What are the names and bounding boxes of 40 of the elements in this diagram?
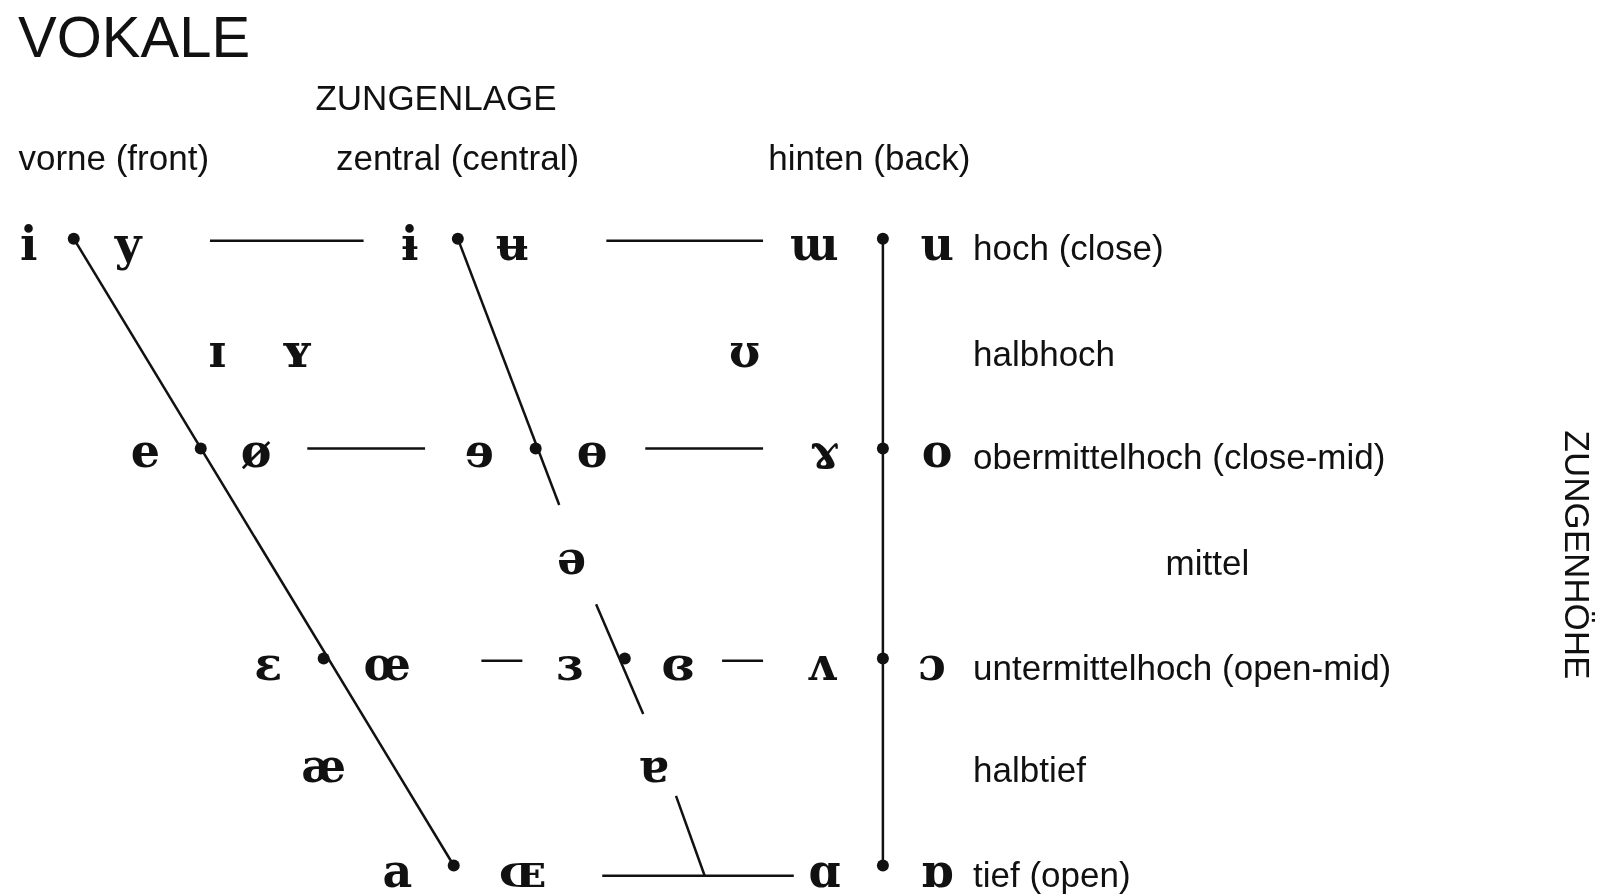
- vowel-symbol: œ: [363, 640, 411, 687]
- axis-label: tief (open): [973, 856, 1131, 892]
- vowel-symbol: ɨ: [400, 220, 419, 267]
- vowel-symbol: ɞ: [661, 640, 695, 687]
- vowel-symbol: u: [920, 220, 954, 267]
- vowel-symbol: e: [130, 427, 161, 474]
- vowel-symbol: ɘ: [464, 427, 494, 474]
- axis-label: ZUNGENLAGE: [315, 79, 557, 115]
- vowel-symbol: ʊ: [729, 328, 761, 375]
- vowel-symbol: ø: [240, 427, 272, 474]
- vowel-symbol: ɯ: [789, 220, 839, 267]
- vowel-symbol: ʉ: [495, 220, 529, 267]
- vowel-symbol: ɜ: [556, 640, 583, 687]
- vowel-symbol: ɐ: [638, 743, 669, 790]
- axis-label: ZUNGENHÖHE: [1559, 430, 1595, 680]
- vowel-symbol: ɑ: [808, 847, 841, 894]
- vowel-symbol: ʌ: [806, 640, 837, 687]
- vowel-symbol: ʏ: [280, 328, 314, 375]
- axis-label: vorne (front): [18, 139, 210, 175]
- axis-label: halbhoch: [973, 335, 1116, 371]
- vowel-symbol: ɤ: [810, 427, 839, 474]
- axis-label: obermittelhoch (close-mid): [973, 438, 1386, 474]
- axis-label: halbtief: [973, 751, 1086, 787]
- title: VOKALE: [18, 8, 251, 66]
- vowel-symbol: o: [921, 427, 953, 474]
- vowel-symbol: ɶ: [497, 847, 547, 894]
- vowel-symbol: ɵ: [576, 427, 608, 474]
- axis-label: zentral (central): [335, 139, 580, 175]
- vowel-symbol: ɔ: [918, 640, 947, 687]
- vowel-symbol: ɛ: [254, 640, 283, 687]
- vowel-symbol: a: [382, 847, 413, 894]
- vowel-symbol: ɪ: [208, 328, 226, 375]
- vowel-symbol: i: [19, 220, 38, 267]
- vowel-symbol: ɒ: [921, 847, 954, 894]
- vowel-symbol: ə: [556, 535, 587, 582]
- vowel-symbol: æ: [301, 743, 347, 790]
- axis-label: untermittelhoch (open-mid): [973, 649, 1392, 685]
- axis-label: hinten (back): [768, 139, 971, 175]
- axis-label: hoch (close): [973, 229, 1164, 265]
- axis-label: mittel: [1165, 544, 1250, 580]
